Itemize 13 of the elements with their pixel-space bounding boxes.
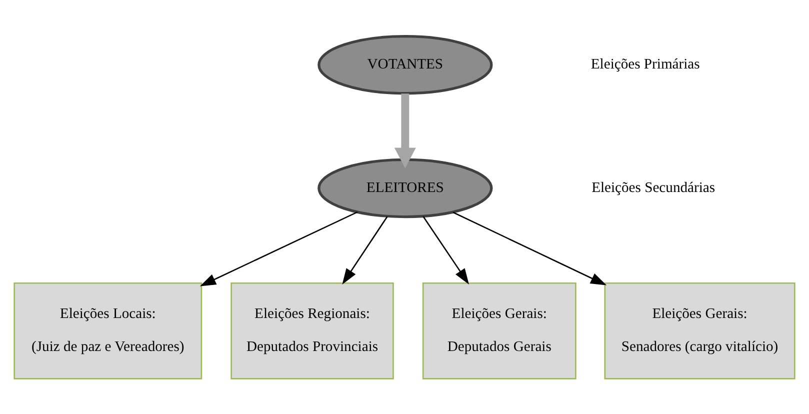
label: Eleições Secundárias [592,179,716,196]
arrow [452,211,607,285]
arrow [394,93,416,168]
node-box: Eleições Gerais: Senadores (cargo vitalício) [604,282,796,379]
node-ellipse: VOTANTES [318,34,493,94]
arrow [342,216,388,284]
node-box: Eleições Gerais: Deputados Gerais [422,282,576,379]
arrow [422,216,470,284]
arrow [200,210,358,286]
node-ellipse: ELEITORES [318,158,493,218]
label: Eleições Primárias [590,56,700,72]
node-box: Eleições Locais: (Juiz de paz e Vereadores) [14,282,202,379]
node-box: Eleições Regionais: Deputados Provinciais [230,282,394,379]
